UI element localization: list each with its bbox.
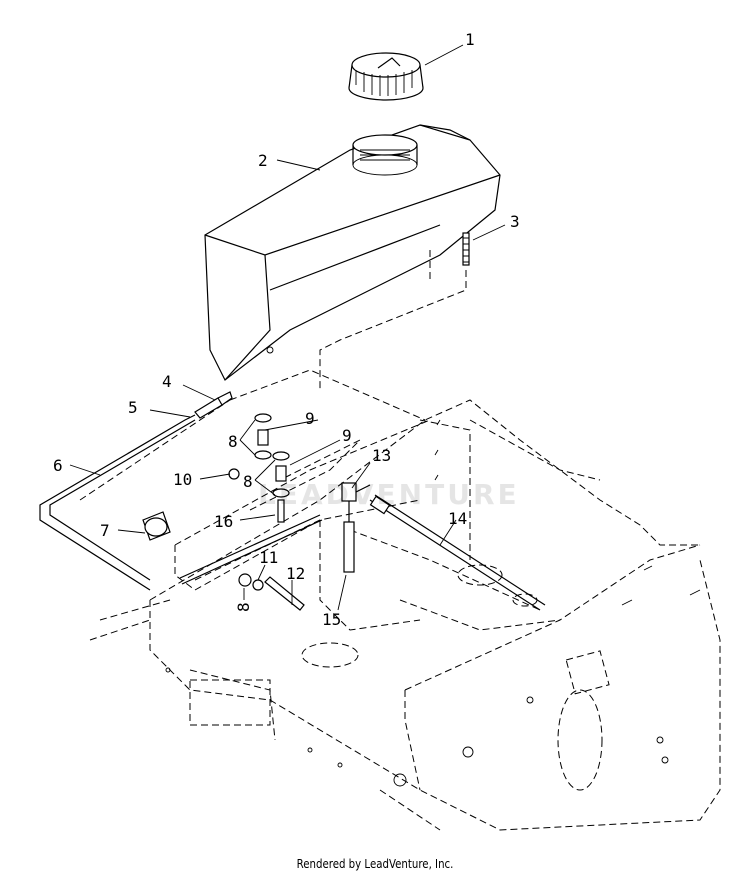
- callout-11: 11: [259, 548, 278, 567]
- callout-8-a: 8: [228, 432, 238, 451]
- callout-6: 6: [53, 456, 63, 475]
- callout-14: 14: [448, 509, 467, 528]
- callout-4: 4: [162, 372, 172, 391]
- callout-2: 2: [258, 151, 268, 170]
- callout-12: 12: [286, 564, 305, 583]
- callout-8-c: 8: [234, 602, 253, 612]
- frame: [89, 399, 721, 831]
- callout-13: 13: [372, 446, 391, 465]
- callout-3: 3: [510, 212, 520, 231]
- linkage: [341, 482, 546, 611]
- callout-1: 1: [465, 30, 475, 49]
- callout-7: 7: [100, 521, 110, 540]
- watermark: LEADVENTURE: [258, 478, 520, 511]
- callout-5: 5: [128, 398, 138, 417]
- credit-text: Rendered by LeadVenture, Inc.: [296, 857, 454, 871]
- callout-8-b: 8: [243, 472, 253, 491]
- callout-leaders: [69, 44, 506, 611]
- callout-16: 16: [214, 512, 233, 531]
- fuel-line: [39, 391, 233, 591]
- stud: [319, 232, 470, 390]
- fuel-cap: [348, 52, 424, 101]
- callout-15: 15: [322, 610, 341, 629]
- callout-9-b: 9: [342, 426, 352, 445]
- callout-10: 10: [173, 470, 192, 489]
- mount-bracket: [79, 369, 431, 591]
- hardware: [179, 413, 323, 611]
- fuel-tank: [204, 124, 501, 381]
- callout-9-a: 9: [305, 409, 315, 428]
- callout-labels: 1 2 3 4 5 6 7 8 8 8 9 9 10 11 12 13 14 1…: [53, 30, 520, 629]
